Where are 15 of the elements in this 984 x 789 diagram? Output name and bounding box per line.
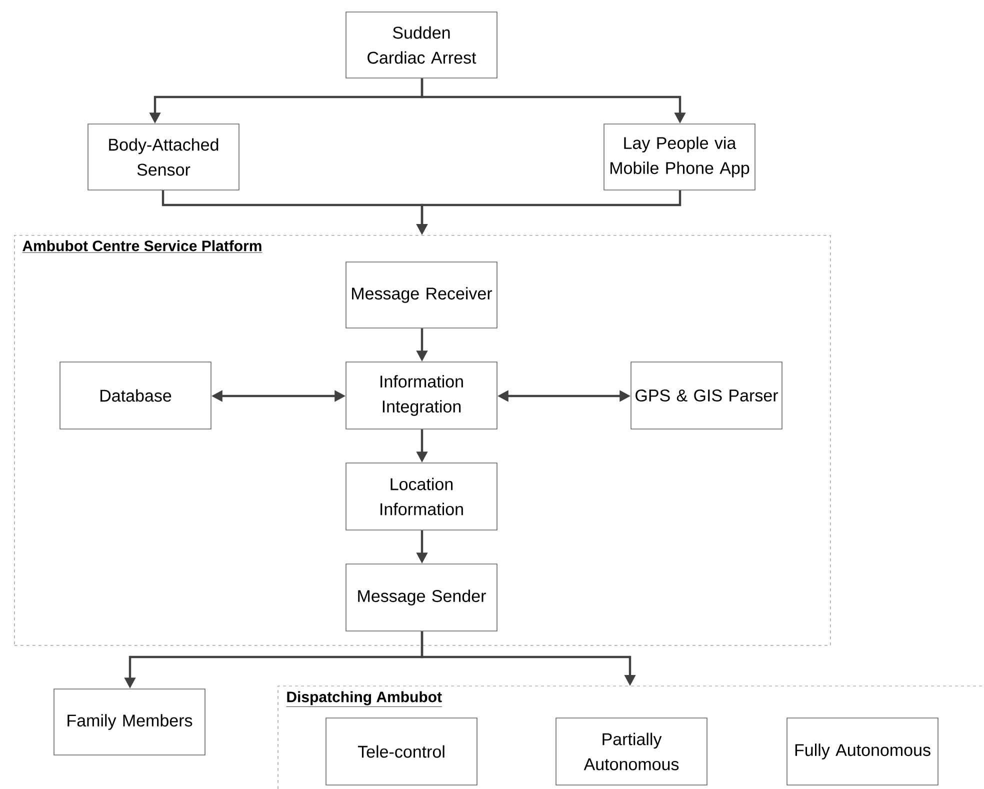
process-box: Message Receiver: [346, 262, 498, 328]
process-box: Information Integration: [346, 362, 498, 430]
process-box: Database: [60, 362, 212, 430]
process-box: Body-Attached Sensor: [88, 124, 240, 190]
process-box: Lay People via Mobile Phone App: [604, 124, 756, 190]
process-box: GPS & GIS Parser: [630, 362, 782, 430]
process-box: Family Members: [54, 688, 206, 756]
process-box: Location Information: [346, 462, 498, 530]
group-heading: Ambubot Centre Service Platform: [22, 240, 262, 253]
process-box: Message Sender: [346, 564, 498, 632]
process-box: Sudden Cardiac Arrest: [346, 12, 498, 78]
process-box: Partially Autonomous: [556, 718, 708, 786]
group-heading: Dispatching Ambubot: [286, 691, 442, 707]
process-box: Fully Autonomous: [786, 718, 938, 786]
process-box: Tele-control: [326, 718, 478, 786]
